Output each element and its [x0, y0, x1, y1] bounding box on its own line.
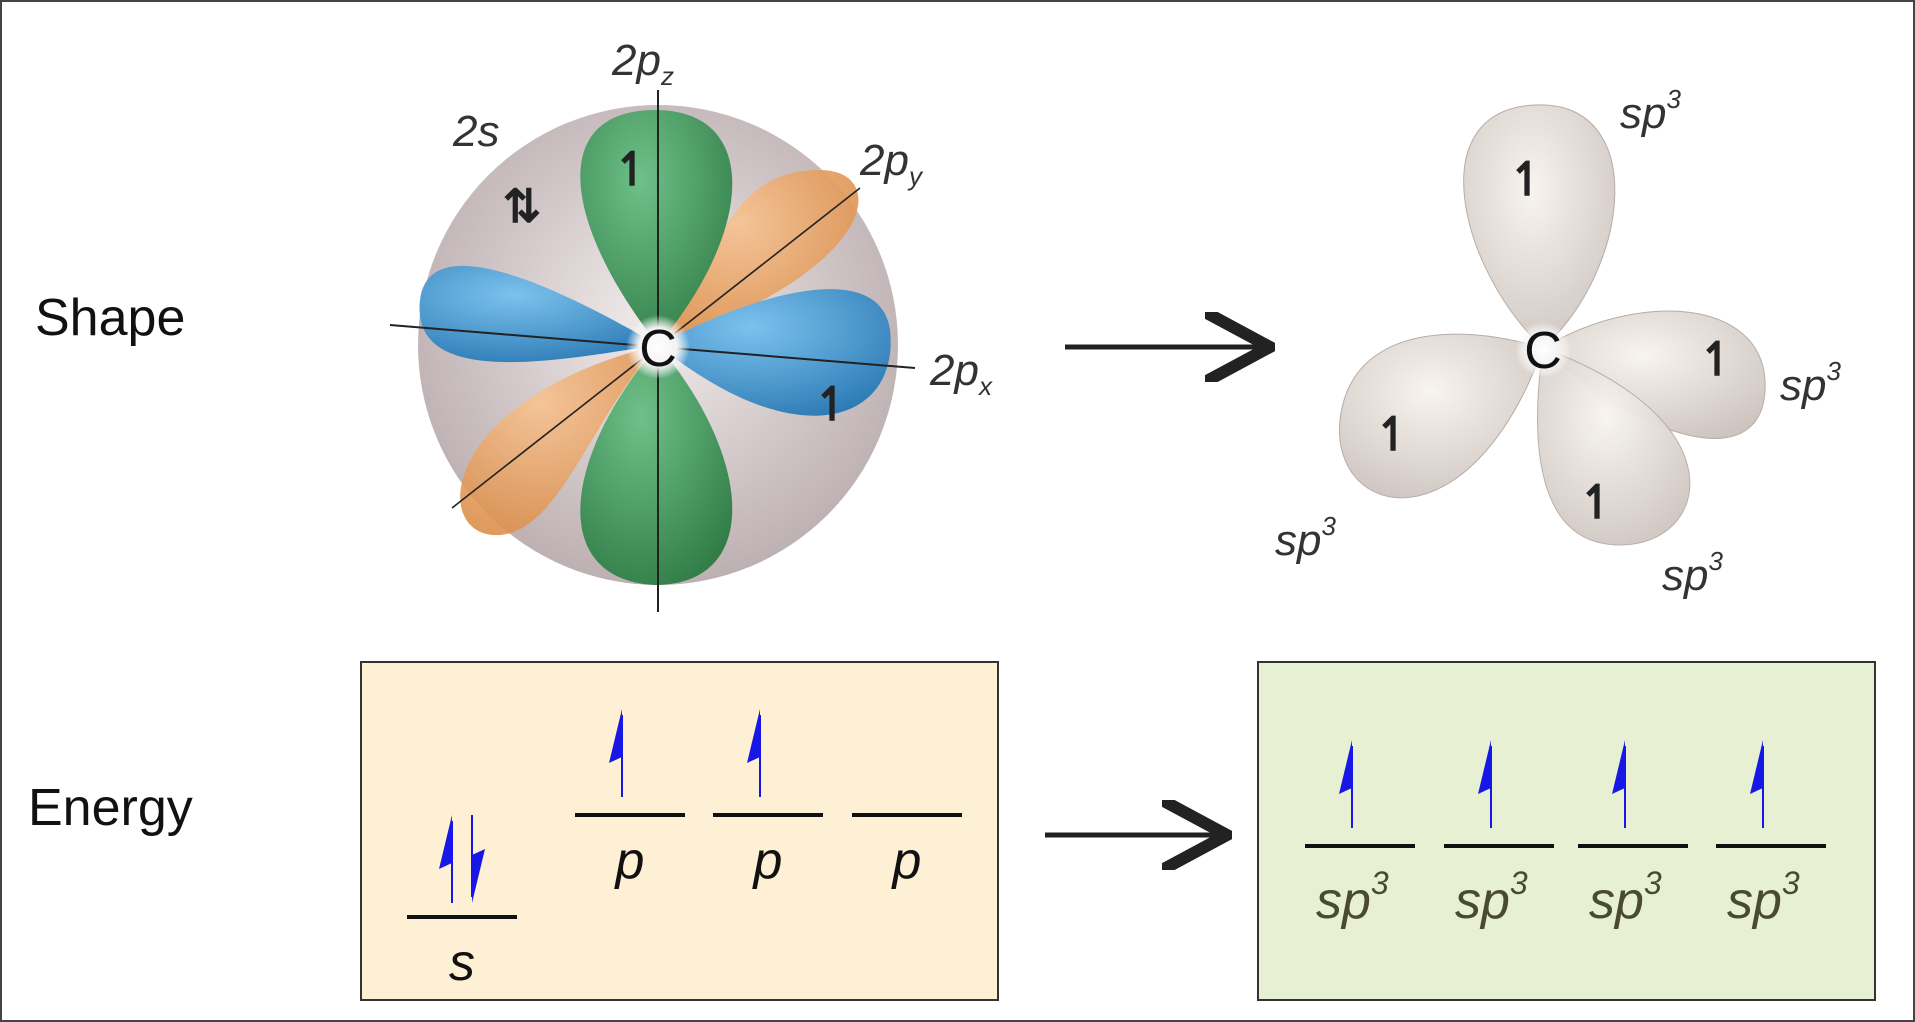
unhybridized-orbital-model: C 2s 2pz 2py 2px ⇅ ↿ ↿	[389, 36, 993, 612]
2pz-lobe-bottom	[580, 345, 733, 585]
2pz-lobe-top	[580, 110, 733, 345]
hybridized-energy-levels: sp3 sp3 sp3 sp3	[1305, 740, 1826, 930]
sp3-lobe-front	[1537, 347, 1691, 546]
sp3-left-spin: ↿	[1374, 408, 1413, 460]
energy-row-label: Energy	[28, 779, 193, 837]
2px-label: 2px	[929, 346, 993, 401]
sp3-energy-level-1-label: sp3	[1455, 865, 1528, 930]
electron-down-0	[471, 815, 485, 903]
energy-box-unhybridized	[360, 661, 999, 1001]
sp3-electron-up-2	[1612, 740, 1626, 828]
sp3-energy-level-2-label: sp3	[1589, 865, 1662, 930]
2py-lobe-front	[460, 345, 658, 536]
sp3-top-spin: ↿	[1508, 153, 1547, 205]
2s-label: 2s	[452, 107, 499, 156]
electron-up-1	[609, 709, 623, 797]
nucleus-glow	[626, 315, 690, 379]
sp3-lobe-top	[1463, 104, 1616, 349]
sp3-lobe-left	[1339, 333, 1544, 499]
energy-box-hybridized	[1257, 661, 1876, 1001]
sp3-top-label: sp3	[1620, 84, 1681, 138]
energy-level-s-0-label: s	[449, 934, 475, 992]
unhybridized-energy-levels: s p p p	[407, 709, 962, 992]
sp3-front-label: sp3	[1662, 546, 1723, 600]
shape-row-label: Shape	[35, 289, 185, 347]
2pz-label: 2pz	[611, 36, 674, 91]
sp3-left-label: sp3	[1275, 511, 1336, 565]
energy-level-p-2-label: p	[752, 832, 783, 890]
2px-lobe-left	[419, 265, 658, 363]
sp3-electron-up-1	[1478, 740, 1492, 828]
hybridized-orbital-model: C ↿ ↿ ↿ ↿ sp3 sp3 sp3 sp3	[1275, 84, 1841, 600]
2s-paired-spin: ⇅	[503, 180, 542, 232]
energy-level-p-3-label: p	[891, 832, 922, 890]
2px-spin: ↿	[813, 378, 852, 430]
sp3-electron-up-0	[1339, 740, 1353, 828]
energy-level-p-1-label: p	[614, 832, 645, 890]
2px-lobe-right	[658, 289, 891, 416]
2py-lobe-back	[658, 170, 859, 345]
carbon-atom-label: C	[639, 320, 677, 378]
hybrid-carbon-atom-label: C	[1524, 322, 1562, 380]
sp3-energy-level-3-label: sp3	[1727, 865, 1800, 930]
2py-label: 2py	[859, 136, 924, 191]
sp3-right-spin: ↿	[1698, 333, 1737, 385]
electron-up-0	[439, 815, 453, 903]
sp3-electron-up-3	[1750, 740, 1764, 828]
sp3-right-label: sp3	[1780, 356, 1841, 410]
sp3-front-spin: ↿	[1578, 476, 1617, 528]
hybrid-nucleus-glow	[1515, 322, 1571, 378]
sp3-energy-level-0-label: sp3	[1316, 865, 1389, 930]
2pz-spin: ↿	[613, 143, 652, 195]
electron-up-2	[747, 709, 761, 797]
